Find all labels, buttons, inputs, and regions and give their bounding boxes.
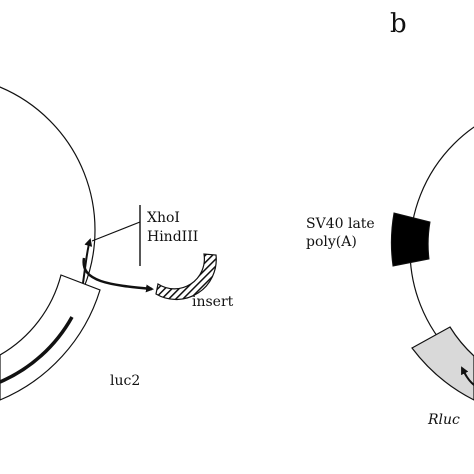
rluc-gene-arrow: [461, 366, 474, 386]
sv40-polya-label-line1: SV40 late: [306, 216, 375, 232]
cloning-site-pointer: [91, 221, 141, 242]
sv40-polya-block: [390, 212, 431, 267]
sv40-polya-label-line2: poly(A): [306, 234, 357, 250]
left-plasmid-backbone: [0, 86, 96, 374]
rluc-gene-block: [411, 326, 474, 401]
right-plasmid-map: b SV40 late poly(A) Rluc: [306, 9, 474, 428]
hindiii-site-label: HindIII: [147, 229, 198, 245]
insert-label: insert: [192, 294, 234, 310]
luc2-gene-arrow: [0, 316, 74, 384]
promoter-arrow: [82, 238, 93, 284]
xhoi-site-label: XhoI: [147, 210, 180, 226]
insert-fragment: [155, 253, 217, 301]
left-plasmid-map: XhoI HindIII insert luc2: [0, 86, 234, 401]
luc2-label: luc2: [110, 373, 140, 389]
insert-direction-arrow: [82, 257, 154, 293]
panel-b-letter: b: [390, 9, 407, 39]
luc2-gene-block: [0, 274, 101, 401]
rluc-label: Rluc: [427, 412, 460, 428]
